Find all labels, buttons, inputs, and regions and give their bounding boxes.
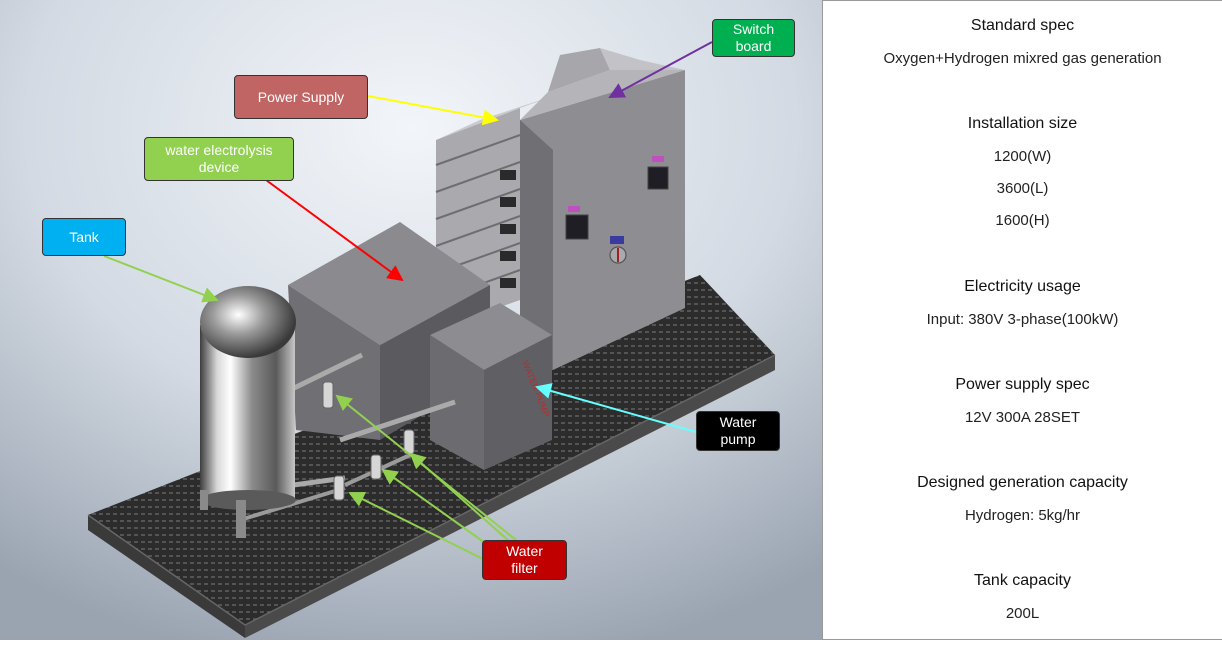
- electrolysis-device-callout: water electrolysis device: [144, 137, 294, 181]
- callout-arrows: [103, 41, 713, 561]
- spec-value: 1200(W): [993, 148, 1052, 165]
- spec-heading: Standard spec: [970, 17, 1075, 34]
- water-pump-box: WATER PUMP: [430, 303, 552, 470]
- spec-installation-size: Installation size 1200(W) 3600(L) 1600(H…: [823, 114, 1222, 231]
- spec-electricity-usage: Electricity usage Input: 380V 3-phase(10…: [823, 277, 1222, 330]
- spec-value: 3600(L): [996, 180, 1049, 197]
- spec-heading: Power supply spec: [955, 376, 1090, 393]
- spec-power-supply: Power supply spec 12V 300A 28SET: [823, 375, 1222, 428]
- spec-tank-capacity: Tank capacity 200L: [823, 571, 1222, 624]
- water-filter-units: [322, 381, 415, 501]
- spec-standard: Standard spec Oxygen+Hydrogen mixred gas…: [823, 16, 1222, 69]
- spec-value: Input: 380V 3-phase(100kW): [926, 311, 1119, 328]
- switch-board-callout: Switch board: [712, 19, 795, 57]
- water-pump-callout: Water pump: [696, 411, 780, 451]
- switch-board-cabinet: [520, 48, 685, 370]
- spec-heading: Designed generation capacity: [917, 474, 1128, 491]
- spec-heading: Electricity usage: [964, 278, 1081, 295]
- spec-value: 1600(H): [995, 212, 1050, 229]
- spec-value: Hydrogen: 5kg/hr: [964, 507, 1081, 524]
- base-platform: [87, 275, 776, 638]
- spec-heading: Tank capacity: [974, 572, 1071, 589]
- spec-value: 200L: [1005, 605, 1040, 622]
- spec-heading: Installation size: [967, 115, 1078, 132]
- spec-value: 12V 300A 28SET: [964, 409, 1081, 426]
- power-supply-callout: Power Supply: [234, 75, 368, 119]
- tank: [200, 286, 296, 538]
- equipment-render: WATER PUMP: [0, 0, 822, 640]
- spec-generation-capacity: Designed generation capacity Hydrogen: 5…: [823, 473, 1222, 526]
- water-filter-callout: Water filter: [482, 540, 567, 580]
- tank-callout: Tank: [42, 218, 126, 256]
- equipment-diagram: WATER PUMP Switch board Power S: [0, 0, 822, 640]
- spec-panel: Standard spec Oxygen+Hydrogen mixred gas…: [822, 0, 1222, 640]
- spec-value: Oxygen+Hydrogen mixred gas generation: [883, 50, 1162, 67]
